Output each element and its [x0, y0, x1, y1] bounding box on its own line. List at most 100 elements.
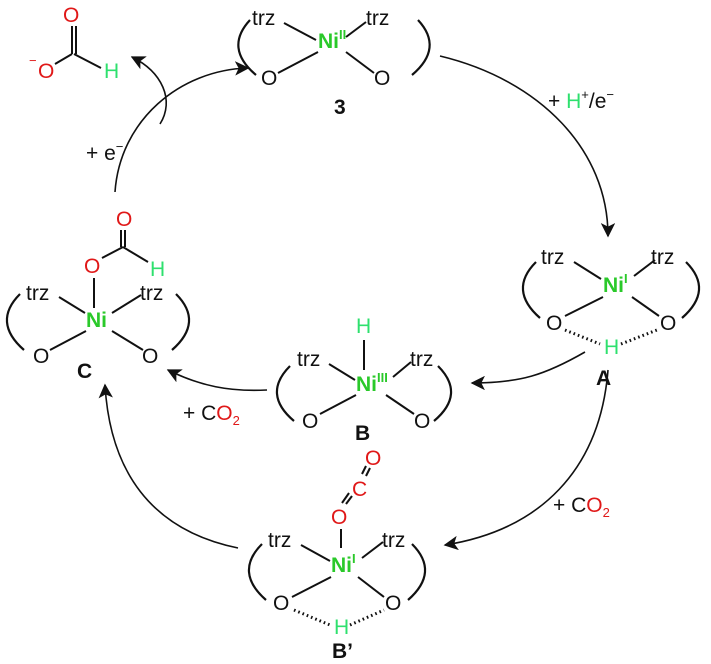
trz-left: trz [268, 529, 291, 552]
step-co2-a-to-b-prime: + CO2 [553, 494, 610, 520]
trz-left: trz [541, 246, 564, 269]
formate-product: − O O H [29, 4, 119, 83]
bond-o-ni-left [564, 296, 604, 317]
ligand-arc-left [521, 261, 541, 319]
label-B: B [355, 422, 370, 445]
nickel-center: NiI [603, 271, 628, 297]
arrow-A-to-B [470, 351, 586, 391]
bond-trz-ni-right [111, 294, 142, 314]
bond-trz-ni-right [345, 21, 367, 38]
bond-trz-ni-left [573, 261, 602, 280]
oxygen-right: O [414, 410, 430, 433]
arrow-B-to-C [166, 369, 268, 392]
nickel-center: Ni [86, 309, 107, 332]
oxygen-left: O [302, 410, 318, 433]
arrow-C-to-3 [114, 61, 250, 193]
arrow-3-to-A [439, 55, 616, 238]
complex-B: H trz trz NiIII O O B [275, 315, 453, 445]
bond-trz-ni-left [300, 544, 331, 562]
trz-right: trz [651, 246, 674, 269]
label-3: 3 [334, 96, 346, 119]
co2-bond-2 [361, 465, 367, 475]
trz-left: trz [252, 7, 275, 30]
formate-hydrogen: H [150, 258, 165, 281]
co2-oxygen-top: O [365, 447, 381, 470]
step-proton-electron: + H+/e− [548, 87, 614, 113]
label-C: C [77, 360, 92, 383]
ligand-arc-right [681, 261, 701, 319]
hbond-right [620, 328, 658, 346]
trz-left: trz [26, 282, 49, 305]
bond-o-c [101, 246, 124, 259]
bond-c-h [122, 246, 149, 263]
ligand-arc-right [407, 543, 427, 601]
hbond-left [564, 328, 601, 346]
formate-hydrogen: H [104, 60, 119, 83]
co2-bond-1 [365, 467, 371, 477]
bond-trz-ni-right [361, 541, 384, 559]
hbond-right [349, 608, 385, 627]
trz-left: trz [297, 348, 320, 371]
complex-A: trz trz NiI O O H A [521, 246, 701, 390]
oxygen-left: O [33, 345, 49, 368]
bond-trz-ni-left [58, 296, 86, 314]
ligand-arc-left [237, 19, 257, 76]
co2-oxygen-bound: O [331, 506, 347, 529]
bond-o-ni-left [277, 51, 319, 74]
nickel-center: NiI [331, 551, 356, 577]
hbond-left [293, 608, 331, 627]
complex-3: trz trz NiII O O 3 [237, 7, 431, 119]
ligand-arc-left [5, 293, 25, 351]
complex-B-prime: O C O trz trz NiI O O H B’ [247, 447, 427, 663]
formate-oxygen-double: O [116, 208, 132, 231]
arrow-formate-release [130, 56, 168, 125]
formate-oxygen-double: O [63, 4, 79, 27]
bond-o-ni-right [111, 330, 144, 351]
bond-o-ni-left [49, 330, 87, 351]
bond-o-ni-left [319, 394, 357, 415]
oxygen-left: O [261, 67, 277, 90]
bond-trz-ni-left [283, 22, 317, 41]
bond-o-ni-left [291, 576, 332, 598]
oxygen-right: O [660, 312, 676, 335]
oxygen-right: O [142, 345, 158, 368]
bond-o-ni-right [345, 51, 375, 74]
step-co2-b-to-c: + CO2 [183, 402, 240, 428]
bond-o-ni-right [385, 394, 415, 415]
co2-carbon: C [352, 478, 367, 501]
formate-bond-ch [73, 53, 102, 69]
complex-C: O O H trz trz Ni O O C [5, 208, 191, 383]
bond-trz-ni-right [392, 361, 412, 378]
bond-o-ni-right [357, 576, 385, 598]
nickel-center: NiIII [356, 370, 388, 396]
nickel-center: NiII [318, 27, 346, 53]
trz-right: trz [366, 7, 389, 30]
ligand-arc-left [247, 543, 267, 601]
co2-bond-4 [341, 492, 350, 504]
oxygen-left: O [546, 312, 562, 335]
trz-right: trz [410, 348, 433, 371]
arrow-B-prime-to-C [98, 383, 239, 549]
bridging-hydrogen: H [604, 336, 619, 359]
ligand-arc-right [433, 365, 453, 422]
trz-right: trz [140, 282, 163, 305]
oxygen-left: O [273, 592, 289, 615]
co2-bond-3 [345, 495, 353, 505]
hydride: H [356, 315, 371, 338]
label-B-prime: B’ [332, 640, 353, 663]
oxygen-right: O [374, 67, 390, 90]
ligand-arc-right [171, 293, 191, 351]
ligand-arc-right [411, 19, 431, 76]
formate-oxygen-single: O [38, 60, 54, 83]
step-electron: + e− [86, 139, 123, 165]
formate-oxygen-bound: O [84, 255, 100, 278]
arrow-A-to-B-prime [443, 369, 609, 551]
ligand-arc-left [275, 365, 295, 422]
label-A: A [596, 367, 611, 390]
bond-trz-ni-left [328, 363, 356, 381]
bond-trz-ni-right [633, 259, 656, 277]
oxygen-right: O [385, 592, 401, 615]
formate-minus: − [29, 53, 37, 68]
bond-o-ni-right [631, 296, 660, 317]
